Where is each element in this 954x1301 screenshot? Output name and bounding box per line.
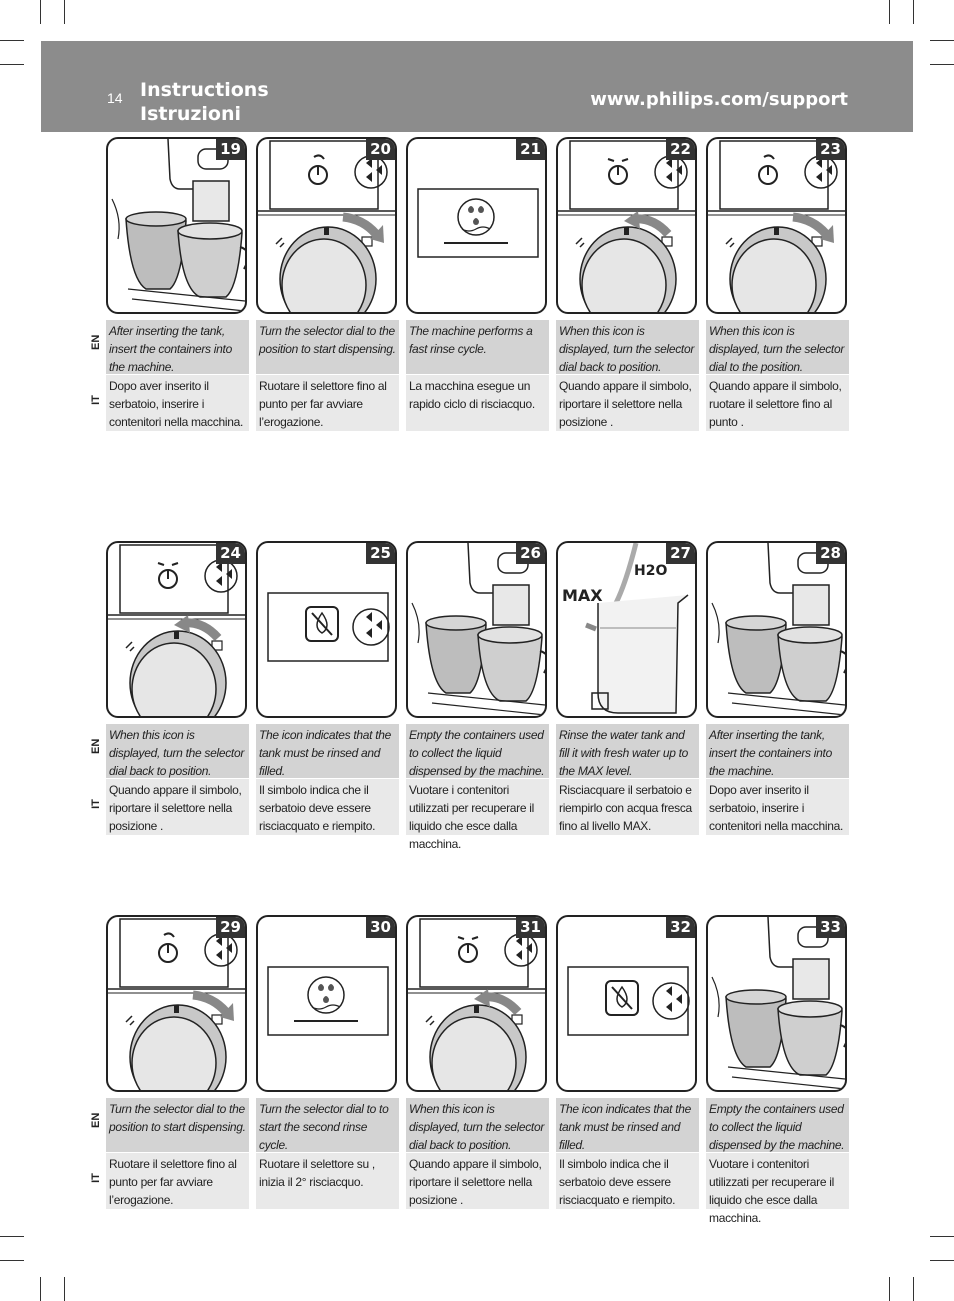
crop-mark [930, 64, 954, 65]
step-text-it: Quando appare il simbolo, riportare il s… [106, 779, 249, 835]
step-text-it: Il simbolo indica che il serbatoio deve … [556, 1153, 699, 1209]
step-text-en: When this icon is displayed, turn the se… [706, 320, 849, 374]
lang-label-en: EN [90, 334, 102, 350]
crop-mark [0, 40, 24, 41]
page-header: 14 Instructions Istruzioni www.philips.c… [41, 41, 913, 132]
crop-mark [889, 0, 890, 24]
step-text-en: When this icon is displayed, turn the se… [106, 724, 249, 778]
step-text-it: La macchina esegue un rapido ciclo di ri… [406, 375, 549, 431]
step-illustration: 30 [256, 915, 397, 1092]
step-text-it: Dopo aver inserito il serbatoio, inserir… [706, 779, 849, 835]
step-text-en: Empty the containers used to collect the… [706, 1098, 849, 1152]
step-number-badge: 22 [666, 139, 695, 160]
step-text-it: Il simbolo indica che il serbatoio deve … [256, 779, 399, 835]
crop-mark [0, 1236, 24, 1237]
crop-mark [40, 0, 41, 24]
lang-label-it: IT [90, 1173, 102, 1183]
crop-mark [64, 1277, 65, 1301]
lang-label-it: IT [90, 395, 102, 405]
step-illustration: 31 [406, 915, 547, 1092]
step-text-it: Ruotare il selettore su , inizia il 2° r… [256, 1153, 399, 1209]
step-text-en: Turn the selector dial to the position t… [256, 320, 399, 374]
step-illustration: 19 [106, 137, 247, 314]
step-text-en: The machine performs a fast rinse cycle. [406, 320, 549, 374]
support-link[interactable]: www.philips.com/support [590, 89, 848, 110]
crop-mark [0, 1260, 24, 1261]
max-label: MAX [562, 586, 603, 605]
crop-mark [930, 1236, 954, 1237]
step-text-it: Risciacquare il serbatoio e riempirlo co… [556, 779, 699, 835]
crop-mark [889, 1277, 890, 1301]
step-text-en: Rinse the water tank and fill it with fr… [556, 724, 699, 778]
step-text-en: When this icon is displayed, turn the se… [556, 320, 699, 374]
step-text-en: Empty the containers used to collect the… [406, 724, 549, 778]
step-number-badge: 21 [516, 139, 545, 160]
h2o-label: H2O [634, 563, 667, 579]
step-text-en: After inserting the tank, insert the con… [106, 320, 249, 374]
step-text-it: Quando appare il simbolo, ruotare il sel… [706, 375, 849, 431]
step-text-en: The icon indicates that the tank must be… [556, 1098, 699, 1152]
step-text-it: Quando appare il simbolo, riportare il s… [406, 1153, 549, 1209]
step-text-en: Turn the selector dial to to start the s… [256, 1098, 399, 1152]
step-number-badge: 29 [216, 917, 245, 938]
step-illustration: MAX H2O 27 [556, 541, 697, 718]
crop-mark [913, 1277, 914, 1301]
step-illustration: 28 [706, 541, 847, 718]
step-illustration: 29 [106, 915, 247, 1092]
step-illustration: 21 [406, 137, 547, 314]
lang-label-en: EN [90, 738, 102, 754]
step-number-badge: 32 [666, 917, 695, 938]
step-text-it: Vuotare i contenitori utilizzati per rec… [406, 779, 549, 851]
step-illustration: 24 [106, 541, 247, 718]
step-number-badge: 30 [366, 917, 395, 938]
step-text-en: Turn the selector dial to the position t… [106, 1098, 249, 1152]
step-number-badge: 28 [816, 543, 845, 564]
step-text-it: Quando appare il simbolo, riportare il s… [556, 375, 699, 431]
step-illustration: 23 [706, 137, 847, 314]
step-number-badge: 19 [216, 139, 245, 160]
step-text-it: Vuotare i contenitori utilizzati per rec… [706, 1153, 849, 1225]
page-number: 14 [107, 90, 123, 106]
step-illustration: 22 [556, 137, 697, 314]
step-text-it: Ruotare il selettore fino al punto per f… [106, 1153, 249, 1209]
step-illustration: 20 [256, 137, 397, 314]
page-title: Instructions Istruzioni [140, 78, 269, 126]
step-number-badge: 24 [216, 543, 245, 564]
step-number-badge: 23 [816, 139, 845, 160]
step-illustration: 33 [706, 915, 847, 1092]
step-number-badge: 31 [516, 917, 545, 938]
crop-mark [64, 0, 65, 24]
title-it: Istruzioni [140, 103, 242, 125]
step-number-badge: 26 [516, 543, 545, 564]
lang-label-en: EN [90, 1112, 102, 1128]
step-text-en: When this icon is displayed, turn the se… [406, 1098, 549, 1152]
step-text-it: Ruotare il selettore fino al punto per f… [256, 375, 399, 431]
lang-label-it: IT [90, 799, 102, 809]
crop-mark [930, 1260, 954, 1261]
step-text-it: Dopo aver inserito il serbatoio, inserir… [106, 375, 249, 431]
step-illustration: 32 [556, 915, 697, 1092]
crop-mark [0, 64, 24, 65]
crop-mark [40, 1277, 41, 1301]
title-en: Instructions [140, 79, 269, 101]
step-illustration: 25 [256, 541, 397, 718]
step-number-badge: 33 [816, 917, 845, 938]
step-number-badge: 20 [366, 139, 395, 160]
step-text-en: After inserting the tank, insert the con… [706, 724, 849, 778]
step-illustration: 26 [406, 541, 547, 718]
crop-mark [930, 40, 954, 41]
crop-mark [913, 0, 914, 24]
step-number-badge: 25 [366, 543, 395, 564]
step-text-en: The icon indicates that the tank must be… [256, 724, 399, 778]
step-number-badge: 27 [666, 543, 695, 564]
